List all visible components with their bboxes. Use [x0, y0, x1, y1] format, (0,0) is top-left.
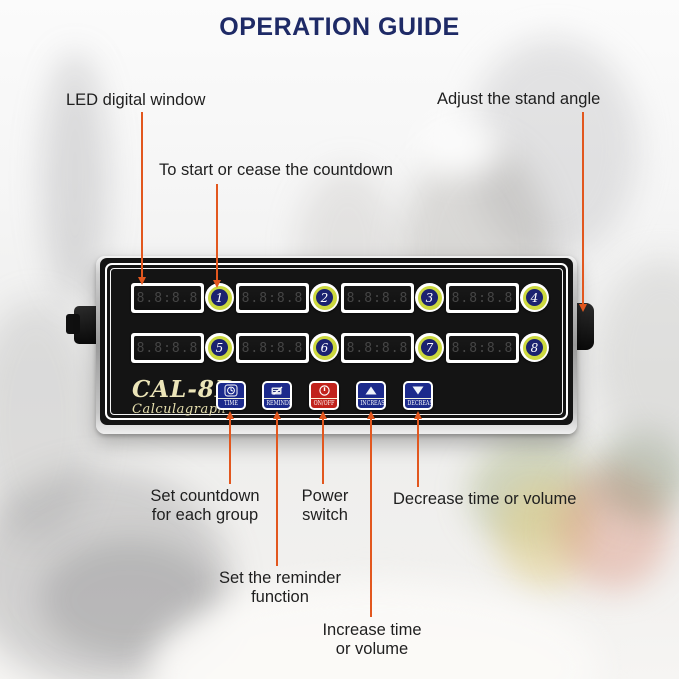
group-button-6: 6: [310, 333, 339, 362]
time-button: TIME: [216, 381, 246, 410]
group-button-5: 5: [205, 333, 234, 362]
increase-button-label: INCREASE: [360, 400, 386, 407]
label-set-countdown: Set countdown for each group: [138, 487, 272, 526]
leader-arrow-stand-angle: [579, 304, 587, 312]
brand-subname: Calculagraph: [132, 402, 227, 417]
device-border-inner: [110, 268, 563, 415]
background-blur-right-wall: [598, 258, 679, 458]
on-off-button: ON/OFF: [309, 381, 339, 410]
group-button-number: 4: [526, 289, 543, 306]
group-button-1: 1: [205, 283, 234, 312]
led-digits: 8.8:8.8: [449, 336, 516, 360]
leader-line-on-off: [322, 418, 324, 484]
label-reminder: Set the reminder function: [208, 569, 352, 608]
group-button-ring: 4: [522, 285, 547, 310]
triangle-down-icon: [405, 383, 431, 399]
reminder-button-label: REMINDER: [266, 400, 290, 407]
group-button-ring: 8: [522, 335, 547, 360]
led-digits: 8.8:8.8: [134, 286, 201, 310]
label-start-cease-countdown: To start or cease the countdown: [159, 161, 393, 179]
group-button-ring: 6: [312, 335, 337, 360]
led-display-7: 8.8:8.8: [341, 333, 414, 363]
reminder-button: REMINDER: [262, 381, 292, 410]
leader-arrow-led-window: [138, 277, 146, 285]
leader-line-led-window: [141, 112, 143, 278]
label-increase-line1: Increase time: [322, 621, 422, 639]
group-button-2: 2: [310, 283, 339, 312]
label-increase: Increase time or volume: [310, 621, 434, 660]
leader-arrow-time: [226, 411, 234, 419]
page-title: OPERATION GUIDE: [219, 13, 460, 41]
label-power-switch: Power switch: [296, 487, 354, 526]
group-button-ring: 2: [312, 285, 337, 310]
background-blur-tomato: [558, 468, 670, 590]
label-decrease: Decrease time or volume: [393, 490, 577, 508]
label-reminder-line1: Set the reminder: [219, 569, 341, 587]
label-adjust-stand-angle: Adjust the stand angle: [437, 90, 601, 108]
leader-line-start-cease: [216, 184, 218, 281]
note-icon: [264, 383, 290, 399]
group-button-number: 3: [421, 289, 438, 306]
triangle-up-icon: [358, 383, 384, 399]
leader-arrow-decrease: [414, 411, 422, 419]
leader-arrow-increase: [367, 411, 375, 419]
time-button-label: TIME: [224, 400, 238, 407]
device-border-outer: [105, 263, 568, 420]
group-button-4: 4: [520, 283, 549, 312]
group-button-ring: 5: [207, 335, 232, 360]
group-button-ring: 3: [417, 285, 442, 310]
led-display-8: 8.8:8.8: [446, 333, 519, 363]
group-button-number: 2: [316, 289, 333, 306]
increase-button: INCREASE: [356, 381, 386, 410]
led-display-6: 8.8:8.8: [236, 333, 309, 363]
leader-line-time: [229, 418, 231, 484]
clock-icon: [218, 383, 244, 399]
led-digits: 8.8:8.8: [449, 286, 516, 310]
label-set-countdown-line1: Set countdown: [150, 487, 260, 505]
label-reminder-line2: function: [251, 588, 309, 607]
led-digits: 8.8:8.8: [134, 336, 201, 360]
group-button-8: 8: [520, 333, 549, 362]
stand-knob-left-nub: [66, 314, 80, 334]
group-button-3: 3: [415, 283, 444, 312]
background-blur-chef-hat: [420, 116, 502, 178]
on-off-button-label: ON/OFF: [313, 400, 335, 407]
group-button-number: 6: [316, 339, 333, 356]
label-led-digital-window: LED digital window: [66, 91, 206, 109]
label-set-countdown-line2: for each group: [151, 506, 259, 525]
group-button-number: 1: [211, 289, 228, 306]
leader-line-increase: [370, 418, 372, 617]
label-power-switch-line2: switch: [302, 506, 348, 525]
background-blur-yellow-pepper: [498, 478, 590, 590]
group-button-ring: 7: [417, 335, 442, 360]
group-button-number: 8: [526, 339, 543, 356]
led-digits: 8.8:8.8: [239, 336, 306, 360]
group-button-ring: 1: [207, 285, 232, 310]
leader-line-reminder: [276, 418, 278, 566]
leader-line-decrease: [417, 418, 419, 487]
led-digits: 8.8:8.8: [344, 286, 411, 310]
timer-device: 8.8:8.8 1 8.8:8.8 2 8.8:8.8 3 8.8:8.8 4 …: [96, 256, 577, 434]
leader-arrow-start-cease: [213, 280, 221, 288]
decrease-button: DECREASE: [403, 381, 433, 410]
group-button-number: 5: [211, 339, 228, 356]
led-display-4: 8.8:8.8: [446, 283, 519, 313]
group-button-number: 7: [421, 339, 438, 356]
label-power-switch-line1: Power: [301, 487, 349, 505]
group-button-7: 7: [415, 333, 444, 362]
decrease-button-label: DECREASE: [407, 400, 433, 407]
led-display-3: 8.8:8.8: [341, 283, 414, 313]
power-icon: [311, 383, 337, 399]
led-display-5: 8.8:8.8: [131, 333, 204, 363]
led-digits: 8.8:8.8: [344, 336, 411, 360]
leader-line-stand-angle: [582, 112, 584, 305]
label-increase-line2: or volume: [335, 640, 409, 659]
leader-arrow-on-off: [319, 411, 327, 419]
led-display-2: 8.8:8.8: [236, 283, 309, 313]
led-digits: 8.8:8.8: [239, 286, 306, 310]
led-display-1: 8.8:8.8: [131, 283, 204, 313]
leader-arrow-reminder: [273, 411, 281, 419]
background-blur-dark-greens: [598, 428, 679, 520]
